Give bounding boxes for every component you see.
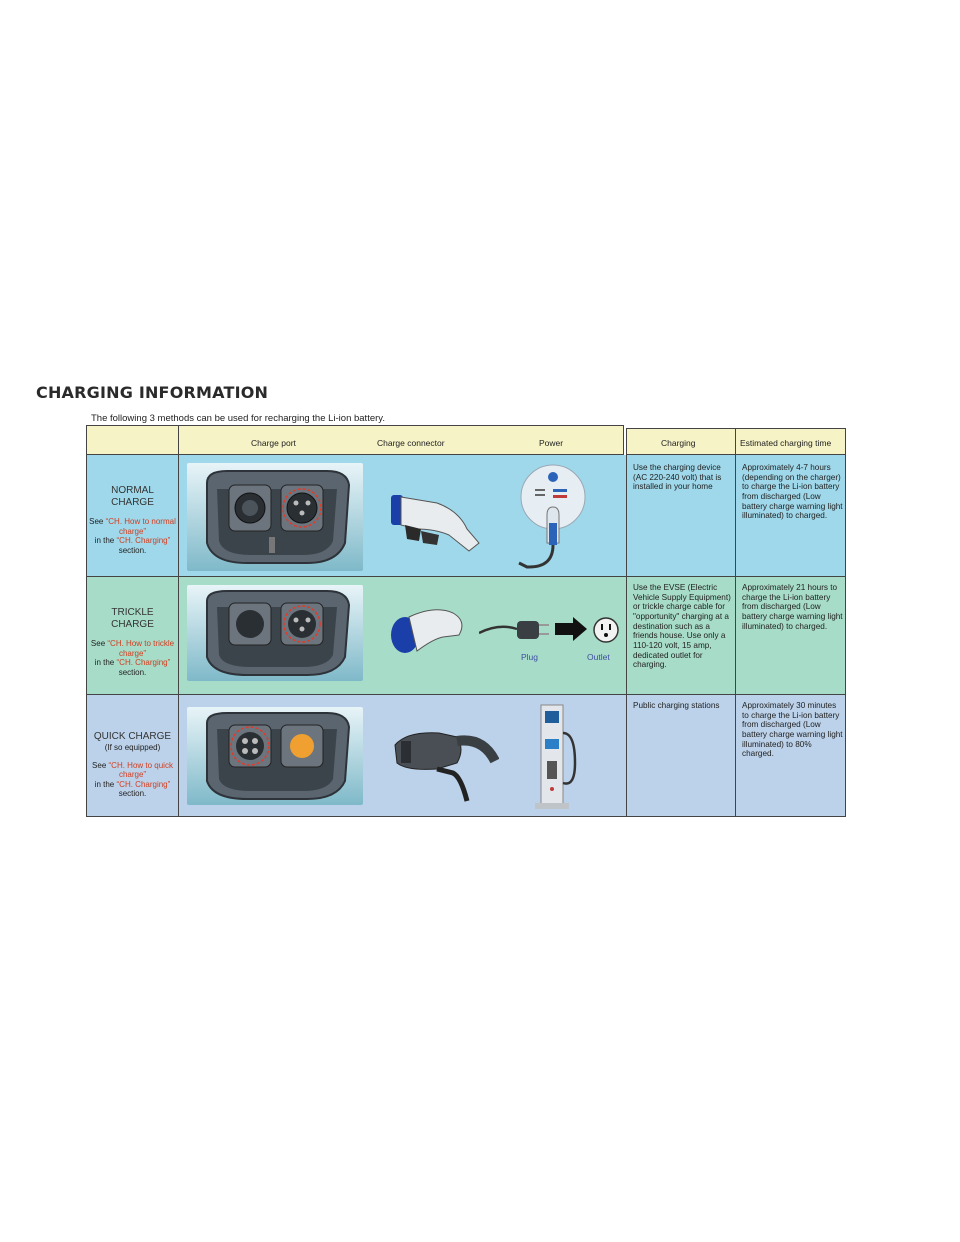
- charging-description: Use the charging device (AC 220-240 volt…: [633, 463, 722, 492]
- link-ch-charging[interactable]: “CH. Charging”: [116, 779, 171, 789]
- see-label: See: [92, 760, 107, 770]
- section-label: section.: [118, 545, 147, 555]
- link-how-to-quick-charge[interactable]: “CH. How to quick charge”: [108, 760, 173, 780]
- table-row-normal-charge: NORMAL CHARGE See “CH. How to normal cha…: [86, 455, 846, 577]
- charge-connector-image: [387, 599, 467, 661]
- link-how-to-trickle-charge[interactable]: “CH. How to trickle charge”: [107, 639, 175, 658]
- header-charging: Charging: [661, 438, 696, 448]
- header-estimated-time: Estimated charging time: [740, 438, 832, 448]
- charging-description: Public charging stations: [633, 701, 720, 710]
- method-cell: TRICKLE CHARGE See “CH. How to trickle c…: [87, 607, 178, 677]
- intro-text: The following 3 methods can be used for …: [91, 413, 385, 424]
- method-subtitle: (If so equipped): [104, 743, 161, 752]
- method-cell: NORMAL CHARGE See “CH. How to normal cha…: [87, 485, 178, 555]
- quick-charger-station-image: [523, 703, 583, 813]
- link-ch-charging[interactable]: “CH. Charging”: [116, 536, 171, 546]
- table-header-left: Charge port Charge connector Power: [86, 425, 624, 455]
- table-header-right: Charging Estimated charging time: [626, 428, 846, 455]
- method-name-line2: CHARGE: [111, 619, 154, 630]
- section-label: section.: [118, 789, 147, 799]
- see-label: See: [90, 639, 106, 648]
- outlet-label: Outlet: [587, 652, 610, 662]
- table-row-quick-charge: QUICK CHARGE (If so equipped) See “CH. H…: [86, 695, 846, 817]
- charging-description: Use the EVSE (Electric Vehicle Supply Eq…: [633, 583, 731, 670]
- home-charger-image: [517, 463, 587, 573]
- table-row-trickle-charge: TRICKLE CHARGE See “CH. How to trickle c…: [86, 577, 846, 695]
- in-the-label: in the: [94, 658, 115, 668]
- plug-cable-image: [478, 613, 589, 643]
- charging-time: Approximately 4-7 hours (depending on th…: [742, 463, 843, 521]
- header-charge-connector: Charge connector: [377, 438, 445, 448]
- charging-time: Approximately 30 minutes to charge the L…: [742, 701, 843, 759]
- page-title: CHARGING INFORMATION: [36, 383, 269, 402]
- method-name: QUICK CHARGE: [93, 731, 172, 742]
- charge-port-image: [187, 463, 363, 571]
- section-label: section.: [118, 667, 147, 677]
- link-how-to-normal-charge[interactable]: “CH. How to normal charge”: [105, 517, 176, 536]
- see-label: See: [89, 517, 104, 526]
- method-name: NORMAL: [111, 485, 154, 496]
- charge-port-image: [187, 585, 363, 681]
- in-the-label: in the: [94, 779, 115, 789]
- charge-connector-image: [387, 715, 500, 807]
- charge-port-image: [187, 707, 363, 805]
- charging-time: Approximately 21 hours to charge the Li-…: [742, 583, 843, 631]
- in-the-label: in the: [94, 536, 115, 546]
- charge-connector-image: [387, 485, 487, 555]
- method-name-line2: CHARGE: [111, 497, 154, 508]
- outlet-image: [593, 617, 619, 643]
- plug-label: Plug: [521, 652, 539, 662]
- header-power: Power: [539, 438, 564, 448]
- link-ch-charging[interactable]: “CH. Charging”: [116, 658, 171, 668]
- method-name: TRICKLE: [111, 607, 154, 618]
- method-cell: QUICK CHARGE (If so equipped) See “CH. H…: [87, 731, 178, 799]
- header-charge-port: Charge port: [251, 438, 296, 448]
